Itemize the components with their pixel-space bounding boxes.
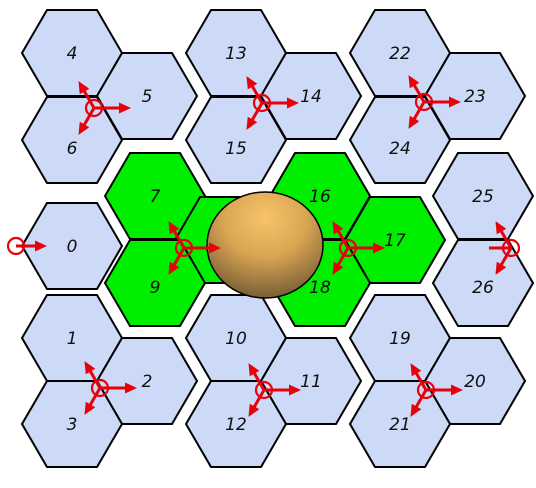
antenna-node-circle-icon: [6, 236, 26, 256]
antenna-node-circle-icon: [90, 378, 110, 398]
arrow-southwest-arrowhead-icon: [168, 261, 180, 275]
cell-label-25: 25: [472, 187, 494, 207]
arrow-southwest-arrowhead-icon: [78, 121, 90, 135]
hex-cell-0: [20, 202, 124, 290]
cell-label-4: 4: [67, 44, 78, 64]
antenna-node-circle-icon: [338, 238, 358, 258]
arrow-southwest-arrowhead-icon: [246, 116, 258, 130]
arrow-east-arrowhead-icon: [449, 96, 461, 108]
arrow-east-arrowhead-icon: [125, 382, 137, 394]
cell-label-21: 21: [389, 415, 411, 435]
cell-label-24: 24: [389, 139, 411, 159]
cell-label-7: 7: [150, 187, 161, 207]
arrow-northwest-arrowhead-icon: [248, 363, 260, 377]
antenna-node-cluster-19-20-21: [410, 363, 463, 417]
cell-label-20: 20: [464, 372, 486, 392]
arrow-southwest-arrowhead-icon: [84, 401, 96, 415]
hex-cell-9: [103, 239, 207, 327]
antenna-node-circle-icon: [174, 238, 194, 258]
antenna-node-circle-icon: [252, 93, 272, 113]
cell-label-26: 26: [472, 278, 494, 298]
antenna-node-circle-icon: [254, 380, 274, 400]
arrow-northwest-arrowhead-icon: [408, 75, 420, 89]
arrow-southwest-arrowhead-icon: [495, 261, 507, 275]
arrow-east-arrowhead-icon: [373, 242, 385, 254]
hex-cell-21: [348, 380, 452, 468]
hex-cell-12: [184, 380, 288, 468]
cell-label-17: 17: [384, 231, 406, 251]
arrow-east-arrowhead-icon: [287, 97, 299, 109]
arrow-southwest-arrowhead-icon: [248, 403, 260, 417]
cell-label-3: 3: [67, 415, 78, 435]
cell-label-23: 23: [464, 87, 486, 107]
sphere-object: [206, 191, 324, 299]
arrow-east-arrowhead-icon: [209, 242, 221, 254]
hex-cell-3: [20, 380, 124, 468]
antenna-node-circle-icon: [501, 238, 521, 258]
cell-label-18: 18: [309, 278, 331, 298]
antenna-node-cluster-1-2-3: [84, 361, 137, 415]
antenna-nodes: [6, 75, 521, 417]
arrow-southwest-arrowhead-icon: [408, 115, 420, 129]
antenna-node-circle-icon: [84, 98, 104, 118]
cell-label-22: 22: [389, 44, 411, 64]
antenna-node-circle-icon: [414, 92, 434, 112]
arrow-northwest-arrowhead-icon: [495, 221, 507, 235]
arrow-east-arrowhead-icon: [289, 384, 301, 396]
cell-label-6: 6: [67, 139, 78, 159]
hex-cell-15: [184, 96, 288, 184]
arrow-southwest-arrowhead-icon: [410, 403, 422, 417]
antenna-node-cluster-16-17-18: [332, 221, 385, 275]
arrow-northwest-arrowhead-icon: [78, 81, 90, 95]
cell-labels: 0123456791011121314151617181920212223242…: [67, 44, 494, 435]
arrow-east-arrowhead-icon: [451, 384, 463, 396]
hex-cell-26: [431, 239, 535, 327]
cell-label-11: 11: [300, 372, 322, 392]
arrow-northwest-arrowhead-icon: [246, 76, 258, 90]
cell-label-5: 5: [142, 87, 153, 107]
sphere-icon: [206, 191, 324, 299]
cell-label-0: 0: [67, 237, 78, 257]
arrow-east-arrowhead-icon: [35, 240, 47, 252]
cell-label-15: 15: [225, 139, 247, 159]
antenna-node-cluster-7-8-9: [168, 221, 221, 275]
cell-label-12: 12: [225, 415, 247, 435]
cell-label-9: 9: [150, 278, 161, 298]
cell-label-1: 1: [67, 329, 78, 349]
hex-cell-6: [20, 96, 124, 184]
antenna-node-cluster-22-23-24: [408, 75, 461, 129]
cell-label-16: 16: [309, 187, 331, 207]
cell-label-14: 14: [300, 87, 322, 107]
cell-label-2: 2: [142, 372, 153, 392]
antenna-node-cluster-10-11-12: [248, 363, 301, 417]
antenna-node-right-edge: [489, 221, 521, 275]
antenna-node-left-edge: [6, 236, 47, 256]
arrow-northwest-arrowhead-icon: [332, 221, 344, 235]
antenna-node-cluster-4-5-6: [78, 81, 131, 135]
antenna-node-circle-icon: [416, 380, 436, 400]
arrow-southwest-arrowhead-icon: [332, 261, 344, 275]
hex-cell-24: [348, 96, 452, 184]
arrow-northwest-arrowhead-icon: [410, 363, 422, 377]
arrow-northwest-arrowhead-icon: [84, 361, 96, 375]
arrow-east-arrowhead-icon: [119, 102, 131, 114]
cell-label-19: 19: [389, 329, 411, 349]
arrow-northwest-arrowhead-icon: [168, 221, 180, 235]
antenna-node-cluster-13-14-15: [246, 76, 299, 130]
cell-label-13: 13: [225, 44, 247, 64]
cell-label-10: 10: [225, 329, 247, 349]
